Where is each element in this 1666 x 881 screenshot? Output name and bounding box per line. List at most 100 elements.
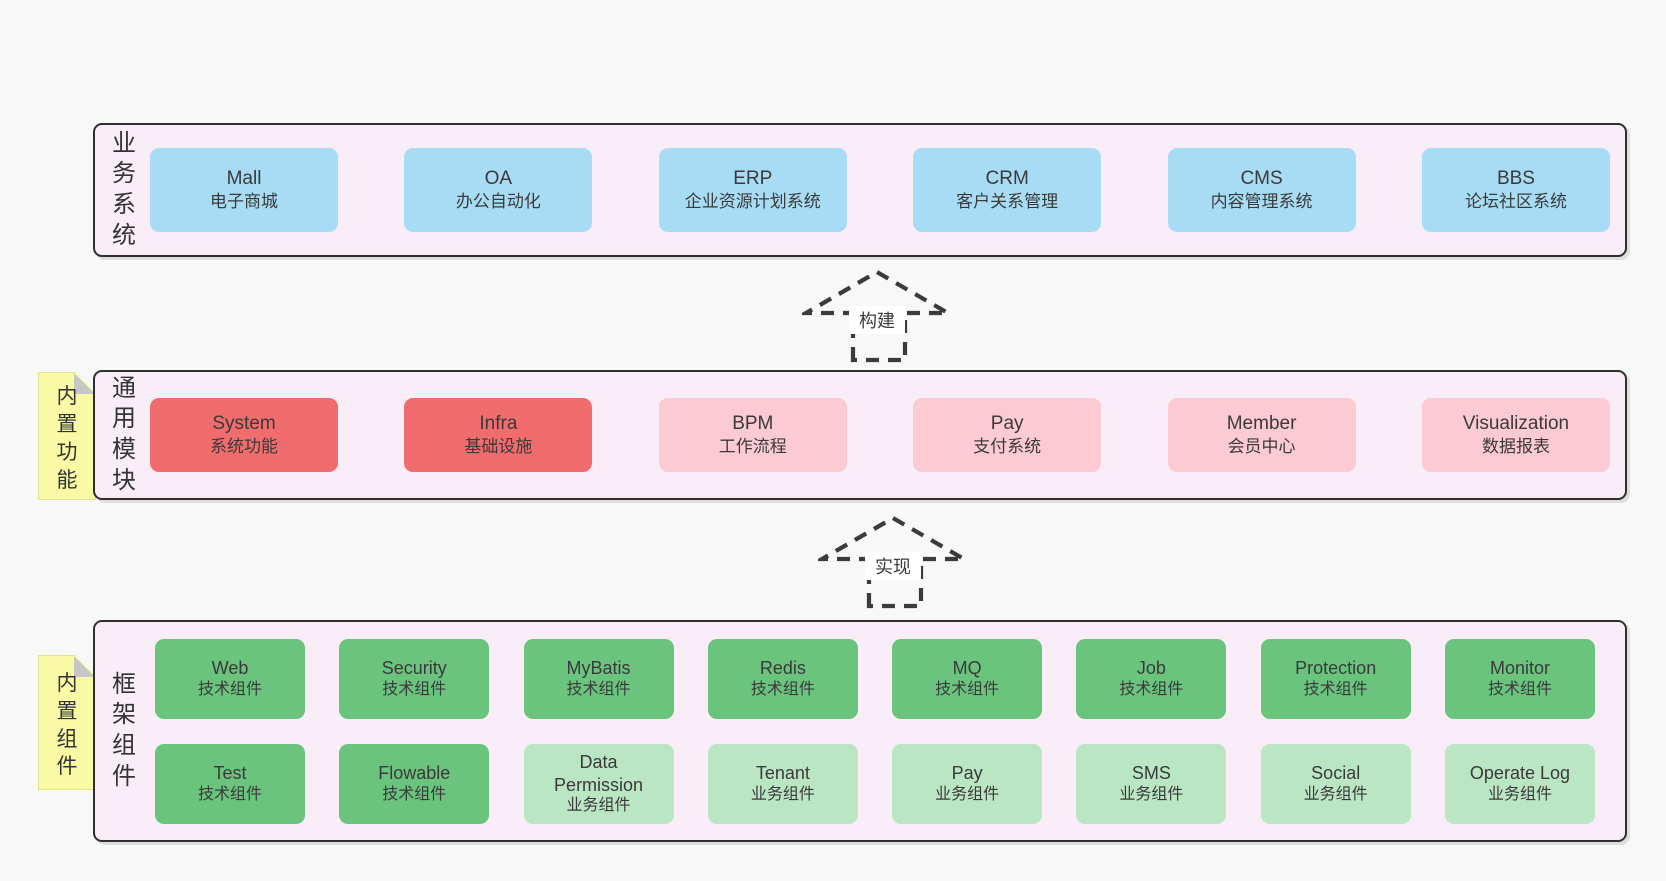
module-title: Data Permission [554,752,644,795]
vertical-label-char: 功 [56,441,78,464]
implement-up-arrow-icon: 实现 [818,515,968,609]
module-title: Job [1136,658,1166,679]
module-title: SMS [1131,763,1171,784]
sticky-note-label: 内置组件 [39,656,95,789]
module-title: Security [381,658,447,679]
module-title: Pay [990,413,1024,435]
vertical-label-char: 模 [112,436,136,463]
module-title: CRM [985,168,1029,190]
module-title: ERP [733,168,773,190]
band-side-label: 业务系统 [105,125,143,255]
module-subtitle: 技术组件 [382,785,447,803]
module-title: BBS [1496,168,1535,190]
module-subtitle: 技术组件 [1303,680,1368,698]
module-subtitle: 内容管理系统 [1210,192,1313,212]
module-subtitle: 业务组件 [1303,785,1368,803]
module-title: Infra [479,413,518,435]
vertical-label-char: 能 [56,468,78,492]
band-side-label: 通用模块 [105,372,143,498]
sticky-note-label: 内置功能 [39,373,95,499]
module-subtitle: 数据报表 [1481,437,1550,457]
vertical-label-char: 统 [112,221,136,249]
module-subtitle: 论坛社区系统 [1464,192,1567,212]
module-subtitle: 业务组件 [935,785,1000,803]
module-subtitle: 业务组件 [1119,785,1184,803]
module-subtitle: 基础设施 [464,437,533,457]
module-title: System [212,413,276,435]
module-title: Mall [226,168,262,190]
module-title: Pay [951,763,983,784]
module-title: BPM [732,413,774,435]
module-subtitle: 技术组件 [935,680,1000,698]
module-subtitle: 支付系统 [973,437,1042,457]
build-up-arrow-icon: 构建 [802,269,952,363]
module-title: Flowable [378,763,451,784]
arrow-label-bg [865,552,921,580]
module-subtitle: 工作流程 [718,437,787,457]
arrow-outline [818,515,968,609]
vertical-label-char: 组 [112,732,136,759]
vertical-label-char: 件 [112,762,136,790]
module-title: OA [484,168,513,190]
vertical-label-char: 业 [112,129,136,157]
sticky-note-built-in-components: 内置组件 [38,655,96,790]
sticky-note-built-in-functions: 内置功能 [38,372,96,500]
module-title: MyBatis [566,658,631,679]
module-title: MQ [952,658,982,679]
arrow-label-bg [849,306,905,334]
module-title: Visualization [1462,413,1570,435]
module-subtitle: 技术组件 [382,680,447,698]
module-subtitle: 技术组件 [566,680,631,698]
module-title: Redis [759,658,806,679]
module-title: CMS [1240,168,1283,190]
vertical-label-char: 通 [112,374,136,402]
vertical-label-char: 内 [56,671,78,695]
module-title: Member [1226,413,1297,435]
module-subtitle: 系统功能 [210,437,278,457]
module-title: Operate Log [1469,763,1570,784]
module-subtitle: 企业资源计划系统 [684,192,821,212]
vertical-label-char: 用 [112,405,136,433]
module-subtitle: 办公自动化 [455,192,541,212]
vertical-label-char: 架 [112,701,136,729]
module-subtitle: 会员中心 [1227,437,1296,457]
arrow-label: 实现 [875,557,911,577]
arrow-label: 构建 [859,311,895,331]
vertical-label-char: 置 [56,413,78,437]
vertical-label-char: 组 [56,727,78,751]
module-title: Monitor [1489,658,1550,679]
module-subtitle: 业务组件 [750,785,815,803]
vertical-label-char: 块 [112,466,136,494]
vertical-label-char: 框 [112,670,136,698]
